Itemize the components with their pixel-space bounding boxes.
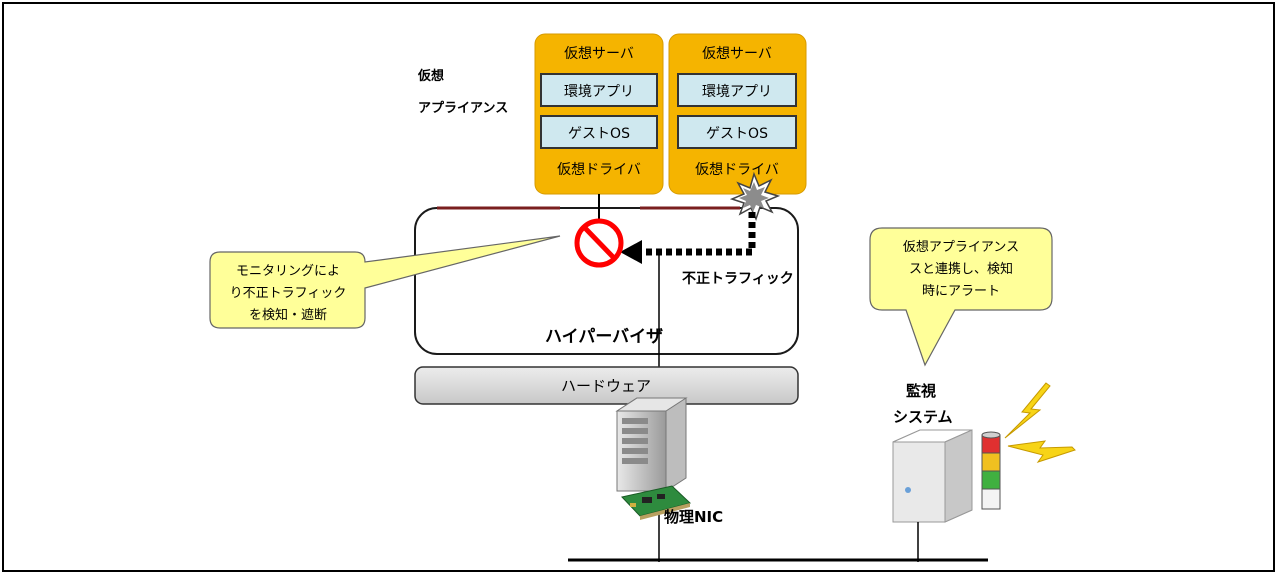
appliance-label-line2: アプライアンス: [418, 101, 508, 116]
monitoring-callout-line3: を検知・遮断: [249, 307, 327, 323]
illegal-traffic-arrowhead: [620, 240, 642, 264]
monitoring-callout: [209, 235, 561, 329]
monitoring-callout-line1: モニタリングによ: [236, 264, 340, 279]
appliance-label-line1: 仮想: [417, 68, 444, 84]
monitoring-callout-line2: り不正トラフィック: [230, 286, 347, 301]
physical-server-icon: [615, 397, 688, 492]
server-2-os-box: [677, 115, 797, 149]
lightning-icon-2: [1007, 440, 1076, 463]
intrusion-burst-core: [739, 182, 769, 212]
block-icon: [574, 218, 624, 268]
server-2-app: 環境アプリ: [702, 84, 772, 100]
alert-callout: [869, 227, 1053, 367]
hardware-label: ハードウェア: [561, 377, 651, 395]
hypervisor-label: ハイパーバイザ: [545, 327, 663, 347]
hardware-bar: [414, 366, 799, 405]
server-1-os-box: [540, 115, 658, 149]
server-2-title: 仮想サーバ: [702, 46, 772, 62]
monitoring-system-label-line1: 監視: [906, 382, 936, 400]
nic-card-icon: [621, 485, 691, 520]
alert-callout-line2: スと連携し、検知: [909, 261, 1013, 277]
virtual-server-2: 仮想サーバ 環境アプリ ゲストOS 仮想ドライバ: [668, 33, 807, 195]
signal-tower-icon: [981, 431, 1001, 510]
virtual-server-1: 仮想サーバ 環境アプリ ゲストOS 仮想ドライバ: [534, 33, 664, 195]
nic-label: 物理NIC: [664, 508, 723, 526]
server-2-app-box: [677, 73, 797, 107]
server-2-driver: 仮想ドライバ: [695, 162, 779, 178]
server-1-driver: 仮想ドライバ: [557, 162, 641, 178]
illegal-traffic-path: [640, 212, 756, 256]
monitoring-server-icon: [892, 429, 973, 523]
monitoring-system-label-line2: システム: [893, 408, 953, 426]
server-1-title: 仮想サーバ: [564, 46, 634, 62]
server-1-os: ゲストOS: [568, 126, 630, 142]
illegal-traffic-label: 不正トラフィック: [682, 271, 794, 287]
lightning-icon-1: [1004, 382, 1051, 439]
alert-callout-line1: 仮想アプライアンス: [903, 239, 1019, 255]
server-2-os: ゲストOS: [706, 126, 768, 142]
server-1-app-box: [540, 73, 658, 107]
server-1-app: 環境アプリ: [564, 84, 634, 100]
alert-callout-line3: 時にアラート: [922, 284, 1000, 299]
